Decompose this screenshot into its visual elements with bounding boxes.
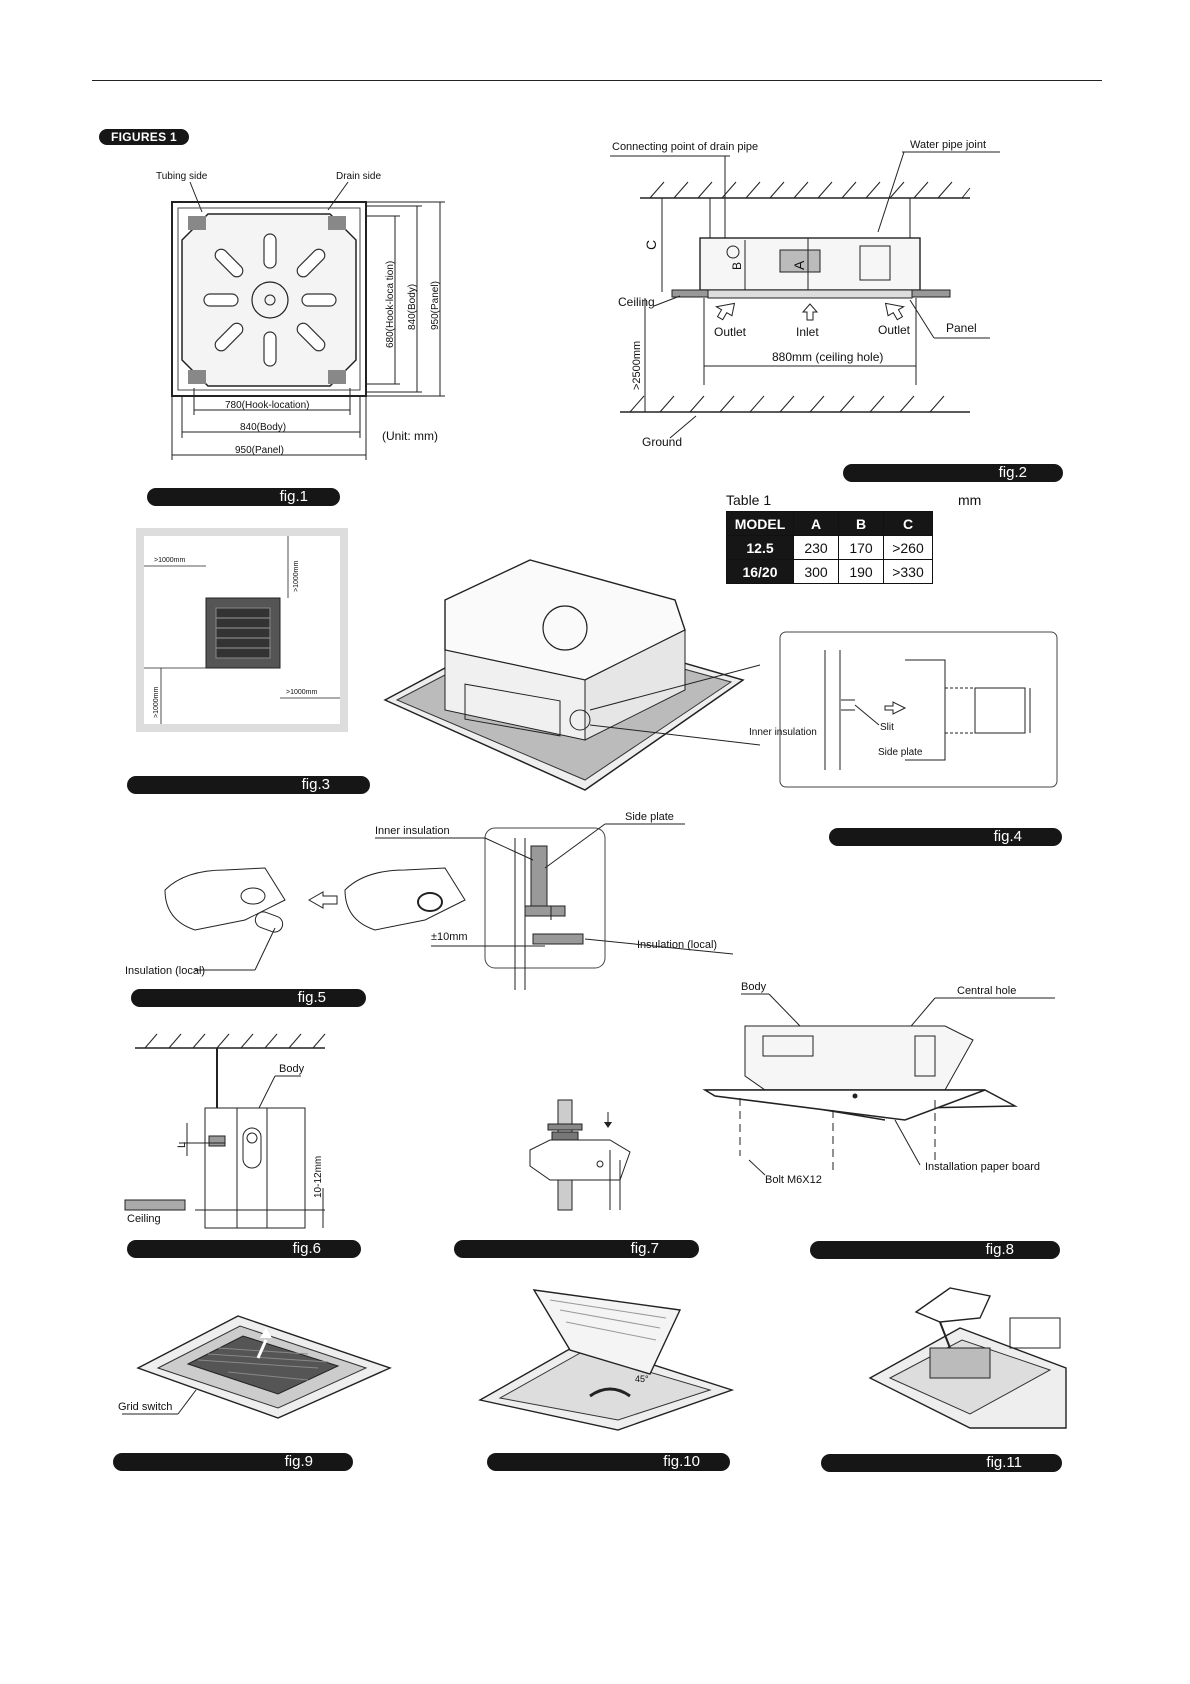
table-cell: 300	[793, 559, 839, 584]
table-cell: >260	[883, 535, 933, 560]
table-header-cell: A	[793, 511, 839, 536]
clearance-top: >1000mm	[154, 557, 185, 564]
body-label-fig8: Body	[741, 981, 767, 993]
fig3-label: fig.3	[127, 776, 370, 794]
fig5-label: fig.5	[131, 989, 366, 1007]
angle-label: 45°	[635, 1374, 649, 1384]
connecting-point-label: Connecting point of drain pipe	[612, 141, 758, 153]
ground-label: Ground	[642, 435, 682, 449]
grid-switch-label: Grid switch	[118, 1401, 172, 1413]
fig8-label: fig.8	[810, 1241, 1060, 1259]
insulation-local-left-label: Insulation (local)	[125, 965, 205, 977]
fig4-detail-box	[779, 631, 1058, 788]
slit-label: Slit	[880, 722, 894, 733]
dim-b: B	[730, 262, 744, 270]
table-row: 12.5 230 170 >260	[726, 535, 933, 560]
installation-paper-board-label: Installation paper board	[925, 1161, 1040, 1173]
fig7-label: fig.7	[454, 1240, 699, 1258]
fig11-cover-drawing	[868, 1287, 1067, 1429]
height-label: >2500mm	[631, 341, 643, 390]
fig2-label: fig.2	[843, 464, 1063, 482]
fig6-label: fig.6	[127, 1240, 361, 1258]
side-plate-label-fig4: Side plate	[878, 747, 923, 758]
tolerance-label: ±10mm	[431, 931, 468, 943]
dim-hook-location-w: 780(Hook-location)	[225, 400, 310, 411]
panel-outline	[171, 201, 367, 397]
bolt-label: Bolt M6X12	[765, 1174, 822, 1186]
fan-hub	[251, 281, 289, 319]
table-row: 16/20 300 190 >330	[726, 559, 933, 584]
outlet-right-label: Outlet	[878, 323, 911, 337]
body-label-fig6: Body	[279, 1063, 305, 1075]
table-cell: 230	[793, 535, 839, 560]
tubing-side-label: Tubing side	[156, 171, 208, 182]
central-hole-label: Central hole	[957, 985, 1016, 997]
clearance-left: >1000mm	[153, 687, 160, 718]
fig9-grid-switch-drawing: Grid switch	[118, 1315, 392, 1419]
fig7-bolt-drawing	[529, 1099, 631, 1211]
fig3-clearance-drawing: >1000mm >1000mm >1000mm >1000mm	[136, 528, 348, 732]
table-cell: 170	[838, 535, 884, 560]
table-header-cell: C	[883, 511, 933, 536]
table1-title: Table 1	[726, 492, 772, 508]
dim-c: C	[643, 240, 659, 250]
drain-side-label: Drain side	[336, 171, 381, 182]
dim-l: L	[176, 1142, 188, 1148]
ceiling-label-fig6: Ceiling	[127, 1213, 161, 1225]
gap-label: 10-12mm	[313, 1156, 324, 1198]
inlet-label: Inlet	[796, 325, 819, 339]
figures-badge: FIGURES 1	[99, 129, 189, 145]
fig9-label: fig.9	[113, 1453, 353, 1471]
fig4-isometric-drawing: Inner insulation Slit Side plate	[383, 559, 1058, 791]
outlet-left-label: Outlet	[714, 325, 747, 339]
clearance-right-top: >1000mm	[293, 561, 300, 592]
fig6-hanger-drawing: Body L 10-12mm Ceiling	[124, 1033, 326, 1229]
inner-insulation-label-fig4: Inner insulation	[749, 727, 817, 738]
fig2-side-view-drawing: Connecting point of drain pipe Water pip…	[610, 139, 1000, 449]
inner-insulation-label-fig5: Inner insulation	[375, 825, 450, 837]
ceiling-hole-label: 880mm (ceiling hole)	[772, 350, 883, 364]
ceiling-label: Ceiling	[618, 295, 655, 309]
grille	[532, 1289, 682, 1375]
clearance-bottom: >1000mm	[286, 689, 317, 696]
table-cell: 190	[838, 559, 884, 584]
side-plate-label-fig5: Side plate	[625, 811, 674, 823]
corner-cover	[914, 1287, 992, 1323]
table1-unit: mm	[958, 492, 982, 508]
unit-label: (Unit: mm)	[382, 429, 438, 443]
panel-shape	[707, 289, 913, 299]
table-header-cell: MODEL	[726, 511, 794, 536]
insulation-local-right-label: Insulation (local)	[637, 939, 717, 951]
table-cell: >330	[883, 559, 933, 584]
dim-panel-h: 950(Panel)	[430, 281, 441, 330]
panel-label: Panel	[946, 321, 977, 335]
dim-a: A	[791, 260, 807, 270]
table-header-row: MODEL A B C	[726, 511, 933, 536]
dim-body-w: 840(Body)	[240, 422, 286, 433]
fig8-paper-board-drawing: Body Central hole Bolt M6X12 Installatio…	[702, 981, 1055, 1186]
dim-panel-w: 950(Panel)	[235, 445, 284, 456]
water-pipe-joint-label: Water pipe joint	[910, 139, 986, 151]
fig1-label: fig.1	[147, 488, 340, 506]
fig10-grille-open-drawing: 45°	[478, 1289, 735, 1431]
table1: MODEL A B C 12.5 230 170 >260 16/20 300 …	[726, 511, 933, 584]
fig11-label: fig.11	[821, 1454, 1062, 1472]
dim-hook-location-h: 680(Hook-loca tion)	[385, 261, 396, 348]
table-header-cell: B	[838, 511, 884, 536]
fig5-insulation-drawing: Insulation (local) Inner insulation Side…	[125, 811, 734, 990]
table-cell: 16/20	[726, 559, 794, 584]
fig1-top-view-drawing: Tubing side Drain side 780(Hook-location…	[156, 171, 445, 460]
table-cell: 12.5	[726, 535, 794, 560]
fig10-label: fig.10	[487, 1453, 730, 1471]
dim-body-h: 840(Body)	[407, 284, 418, 330]
header-rule	[92, 80, 1102, 81]
fig4-label: fig.4	[829, 828, 1062, 846]
